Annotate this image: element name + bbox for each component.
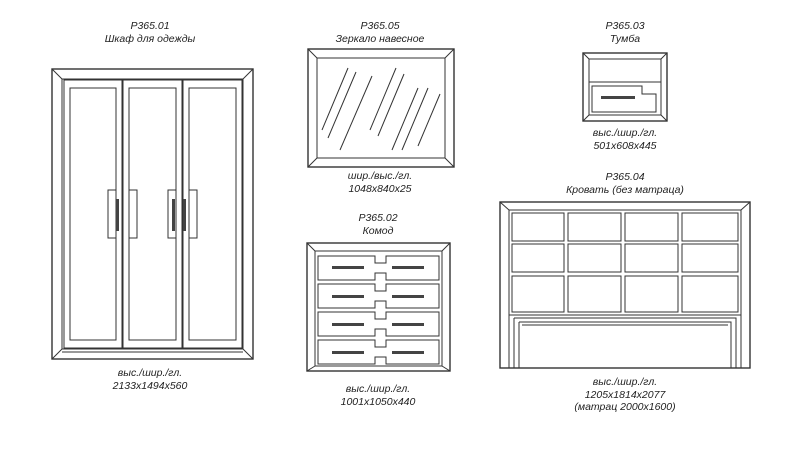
- nightstand-dims-label: выс./шир./гл.: [592, 127, 658, 139]
- bed-dimensions: выс./шир./гл. 1205x1814x2077 (матрац 200…: [545, 376, 705, 414]
- bed-title: Р365.04 Кровать (без матраца): [555, 171, 695, 196]
- wardrobe-handle-2: [172, 199, 175, 231]
- wardrobe-door-middle: [122, 79, 183, 349]
- wardrobe-code: Р365.01: [130, 20, 170, 32]
- bed-name: Кровать (без матраца): [566, 183, 684, 196]
- nightstand-code: Р365.03: [605, 20, 645, 32]
- mirror-name: Зеркало навесное: [335, 32, 425, 45]
- bed-code: Р365.04: [605, 171, 645, 183]
- dresser-code: Р365.02: [358, 212, 398, 224]
- bed-headboard-panels: [511, 212, 739, 313]
- mirror-drawing: [307, 48, 455, 168]
- nightstand-title: Р365.03 Тумба: [555, 20, 695, 45]
- dresser-dims-label: выс./шир./гл.: [345, 383, 411, 395]
- mirror-dimensions: шир./выс./гл. 1048x840x25: [310, 170, 450, 195]
- dresser-drawer-1: [317, 255, 440, 281]
- dresser-drawer-2: [317, 283, 440, 309]
- wardrobe-dims: 2133x1494x560: [112, 379, 188, 392]
- mirror-title: Р365.05 Зеркало навесное: [310, 20, 450, 45]
- bed-drawing: [499, 201, 751, 369]
- wardrobe-dimensions: выс./шир./гл. 2133x1494x560: [80, 367, 220, 392]
- bed-dims: 1205x1814x2077: [584, 388, 666, 401]
- nightstand-name: Тумба: [609, 32, 641, 45]
- bed-mattress-note: (матрац 2000x1600): [574, 401, 676, 413]
- wardrobe-handle-1: [116, 199, 119, 231]
- nightstand-drawer: [591, 85, 657, 113]
- dresser-title: Р365.02 Комод: [308, 212, 448, 237]
- wardrobe-title: Р365.01 Шкаф для одежды: [80, 20, 220, 45]
- wardrobe-dims-label: выс./шир./гл.: [117, 367, 183, 379]
- dresser-name: Комод: [362, 224, 394, 237]
- mirror-code: Р365.05: [360, 20, 400, 32]
- nightstand-drawing: [582, 52, 668, 122]
- dresser-dims: 1001x1050x440: [340, 395, 416, 408]
- mirror-dims: 1048x840x25: [348, 182, 412, 195]
- nightstand-dimensions: выс./шир./гл. 501x608x445: [555, 127, 695, 152]
- wardrobe-door-right: [182, 79, 243, 349]
- wardrobe-handle-3: [183, 199, 186, 231]
- wardrobe-name: Шкаф для одежды: [104, 32, 196, 45]
- nightstand-dims: 501x608x445: [593, 139, 657, 152]
- dresser-drawer-3: [317, 311, 440, 337]
- dresser-drawing: [306, 242, 451, 372]
- dresser-drawer-4: [317, 339, 440, 365]
- mirror-dims-label: шир./выс./гл.: [347, 170, 413, 182]
- dresser-dimensions: выс./шир./гл. 1001x1050x440: [308, 383, 448, 408]
- wardrobe-door-left: [63, 79, 123, 349]
- nightstand-handle: [601, 96, 635, 99]
- wardrobe-drawing: [51, 68, 254, 360]
- bed-dims-label: выс./шир./гл.: [592, 376, 658, 388]
